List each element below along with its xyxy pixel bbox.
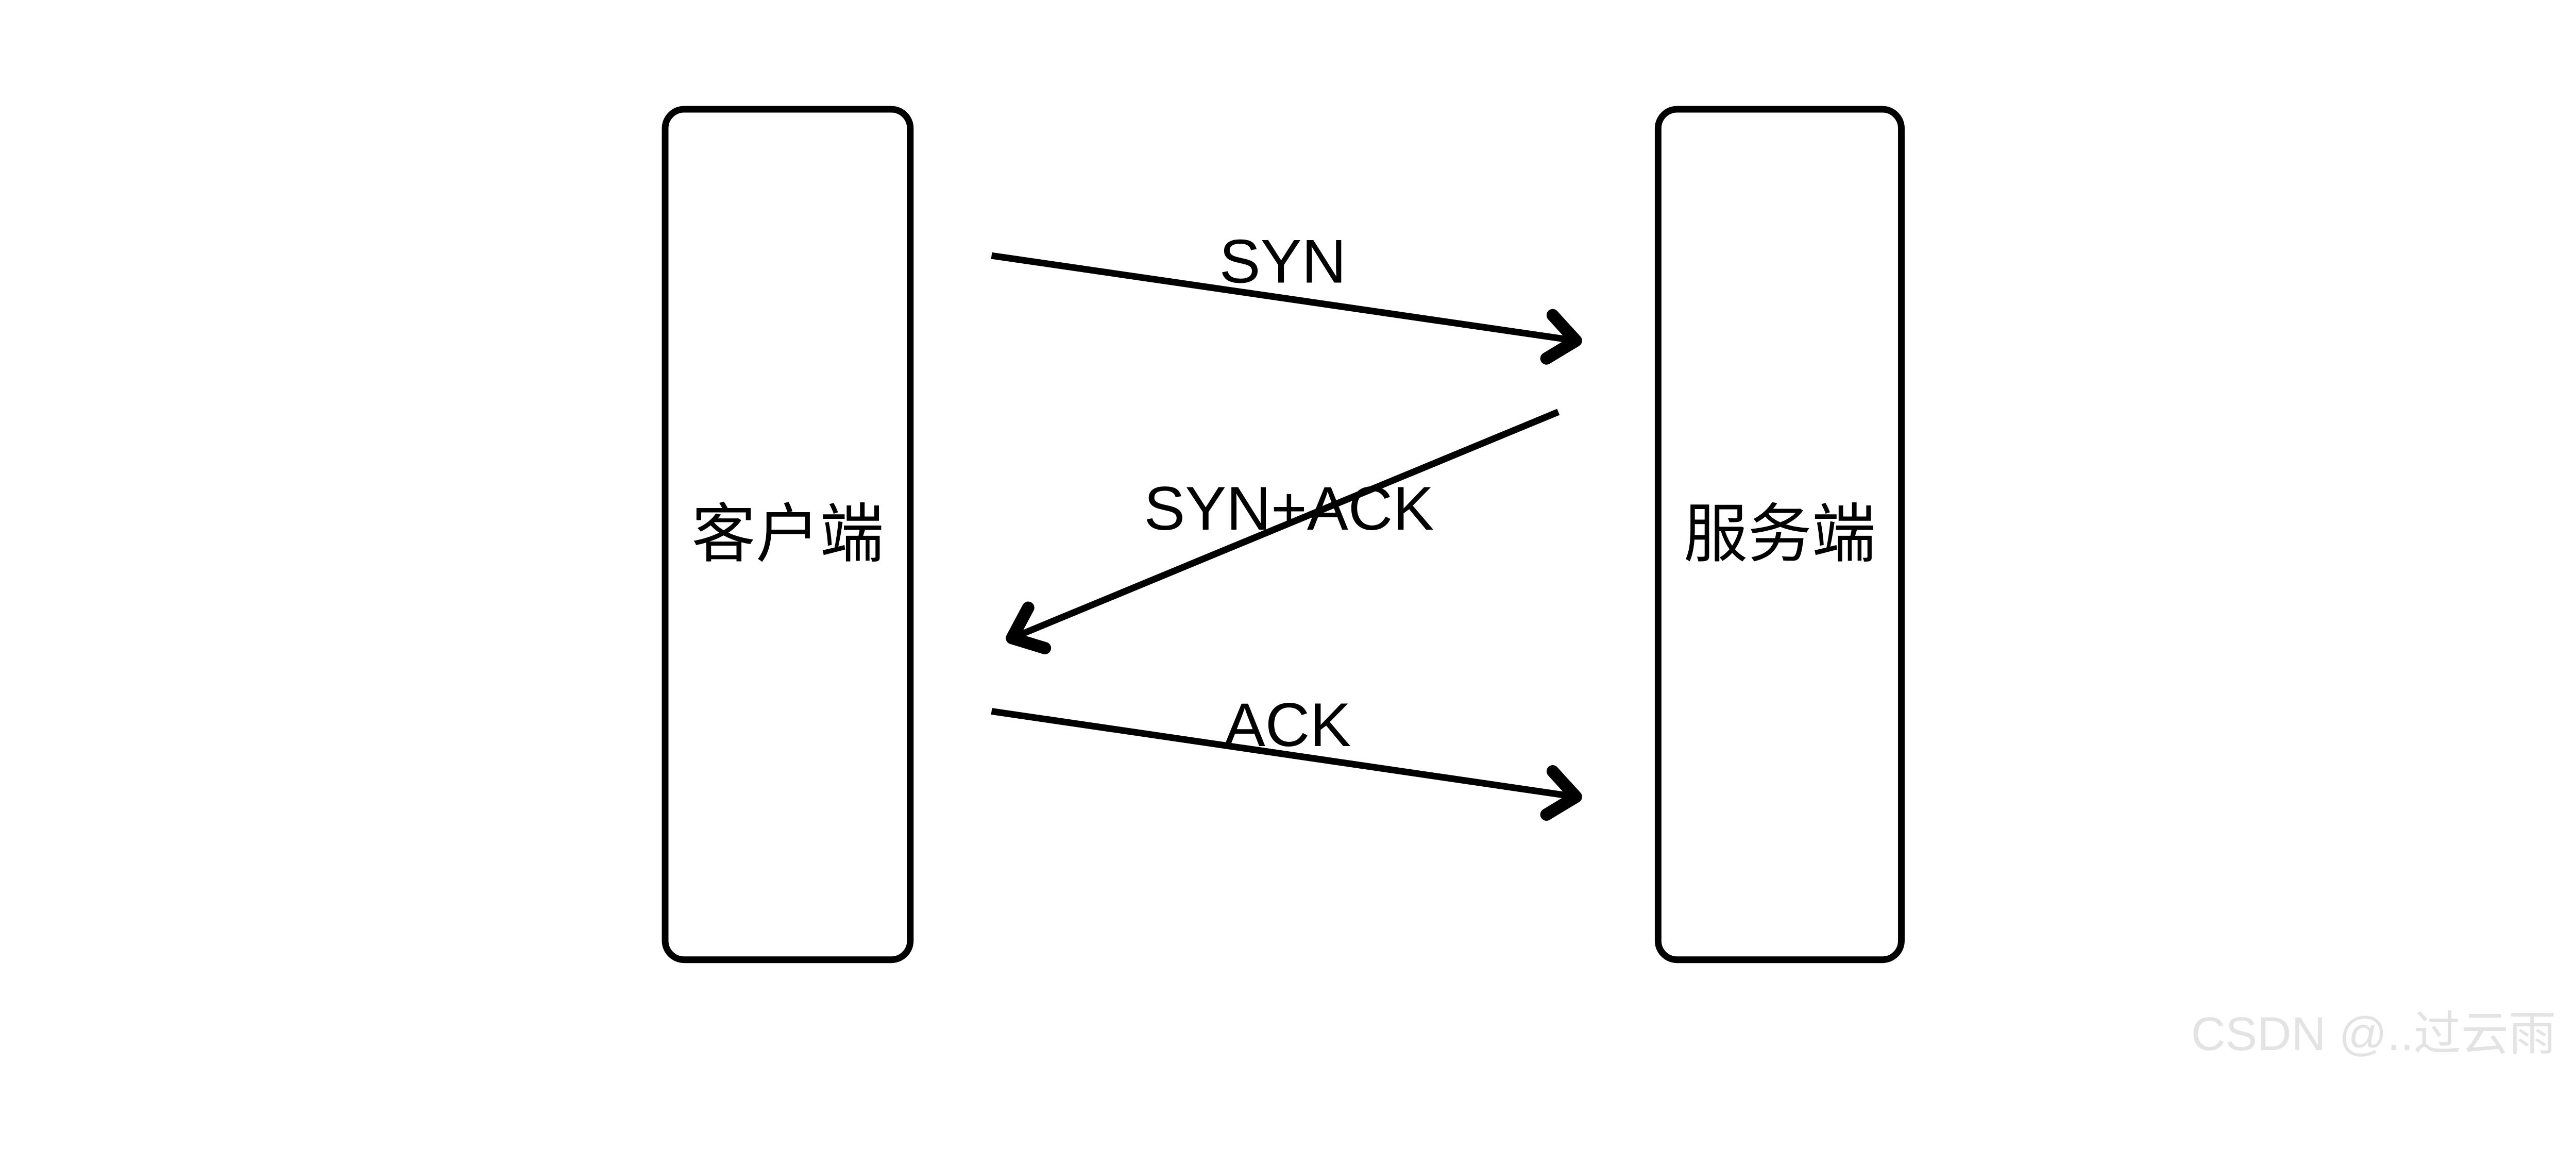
ack-message: ACK <box>991 690 1582 821</box>
syn-arrow <box>991 252 1582 365</box>
csdn-watermark: CSDN @..过云雨 <box>2191 1007 2556 1060</box>
syn-ack-arrow <box>1006 409 1560 654</box>
handshake-diagram: 客户端 服务端 SYN SYN+ACK ACK CSDN @..过云雨 <box>0 0 2576 1060</box>
syn-ack-arrow-label: SYN+ACK <box>1144 474 1434 543</box>
syn-arrow-label: SYN <box>1219 227 1346 296</box>
client-node-box <box>662 106 914 963</box>
syn-message: SYN <box>991 227 1582 365</box>
client-node-label: 客户端 <box>691 499 884 570</box>
ack-arrow <box>991 708 1582 821</box>
syn-ack-message: SYN+ACK <box>1006 409 1560 654</box>
server-node-label: 服务端 <box>1684 499 1876 570</box>
server-node-box <box>1654 106 1905 963</box>
ack-arrow-label: ACK <box>1224 690 1351 759</box>
diagram-canvas: 客户端 服务端 SYN SYN+ACK ACK CSDN @..过云雨 <box>0 0 2576 1060</box>
diagram-background <box>0 0 2576 1060</box>
